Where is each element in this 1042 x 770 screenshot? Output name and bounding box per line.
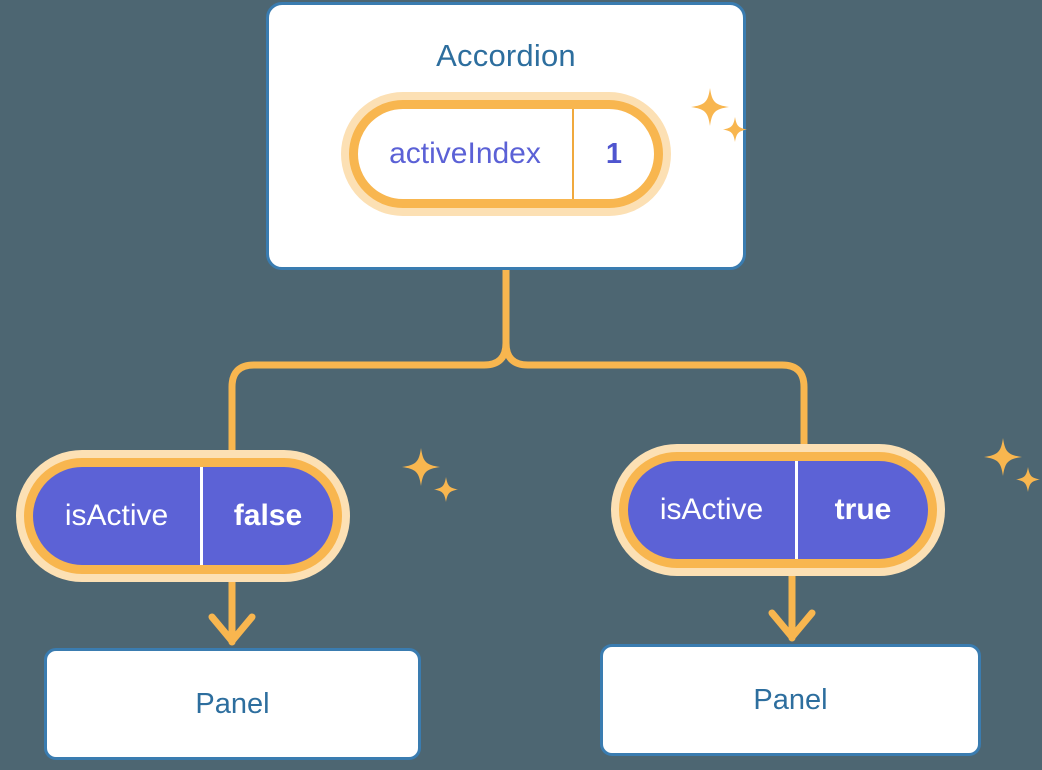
prop-pill-is-active-false[interactable]: isActive false xyxy=(24,458,342,574)
state-pill[interactable]: activeIndex 1 xyxy=(349,100,663,208)
branch-line-right xyxy=(502,339,808,466)
arrowhead-left xyxy=(208,613,256,645)
prop-pill[interactable]: isActive false xyxy=(24,458,342,574)
prop-key-label: isActive xyxy=(33,467,203,565)
state-pill-active-index[interactable]: activeIndex 1 xyxy=(349,100,663,208)
branch-line-left xyxy=(228,339,510,474)
prop-pill[interactable]: isActive true xyxy=(619,452,937,568)
page-title: Accordion xyxy=(436,38,576,73)
component-card-accordion[interactable]: Accordion activeIndex 1 xyxy=(266,2,746,270)
prop-value-label: false xyxy=(233,499,303,532)
state-key-label: activeIndex xyxy=(358,109,574,199)
prop-value-label: true xyxy=(834,493,892,526)
prop-pill-is-active-true[interactable]: isActive true xyxy=(619,452,937,568)
state-value-label: 1 xyxy=(605,137,623,170)
component-card-panel-right[interactable]: Panel xyxy=(600,644,981,756)
prop-key-label: isActive xyxy=(628,461,798,559)
panel-title: Panel xyxy=(753,683,828,716)
arrowhead-right xyxy=(768,609,816,641)
component-card-panel-left[interactable]: Panel xyxy=(44,648,421,760)
panel-title: Panel xyxy=(195,687,270,720)
